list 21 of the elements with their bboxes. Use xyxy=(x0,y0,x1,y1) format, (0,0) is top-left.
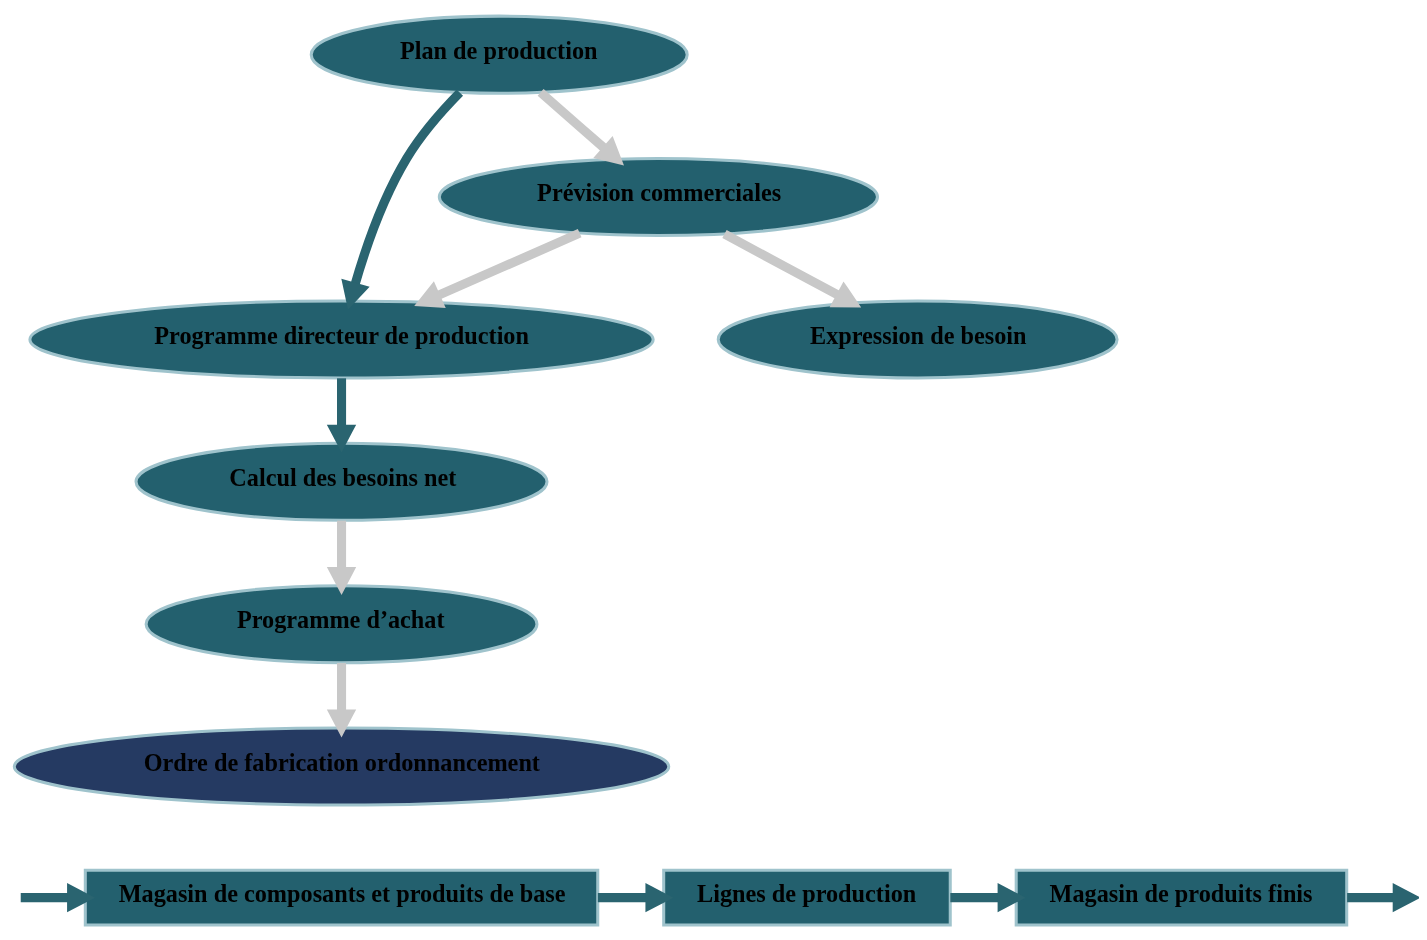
arrow xyxy=(326,662,357,737)
node-ellipse: Ordre de fabrication ordonnancement xyxy=(12,726,671,807)
arrow xyxy=(414,228,582,308)
arrow xyxy=(722,229,862,308)
arrow xyxy=(1347,882,1419,912)
node-ellipse: Plan de production xyxy=(309,14,689,95)
arrow xyxy=(20,882,96,912)
arrow xyxy=(326,377,357,453)
arrow xyxy=(326,520,357,595)
arrow xyxy=(537,88,624,165)
node-box: Magasin de produits finis xyxy=(1014,868,1349,926)
node-ellipse: Calcul des besoins net xyxy=(134,441,549,522)
node-ellipse: Programme directeur de production xyxy=(28,298,655,379)
node-box: Lignes de production xyxy=(662,868,952,926)
arrow xyxy=(950,882,1026,912)
arrow xyxy=(341,89,464,310)
node-ellipse: Programme d’achat xyxy=(144,583,539,664)
node-ellipse: Prévision commerciales xyxy=(437,156,879,237)
node-ellipse: Expression de besoin xyxy=(716,298,1119,379)
node-box: Magasin de composants et produits de base xyxy=(83,868,600,926)
arrow xyxy=(597,882,674,912)
